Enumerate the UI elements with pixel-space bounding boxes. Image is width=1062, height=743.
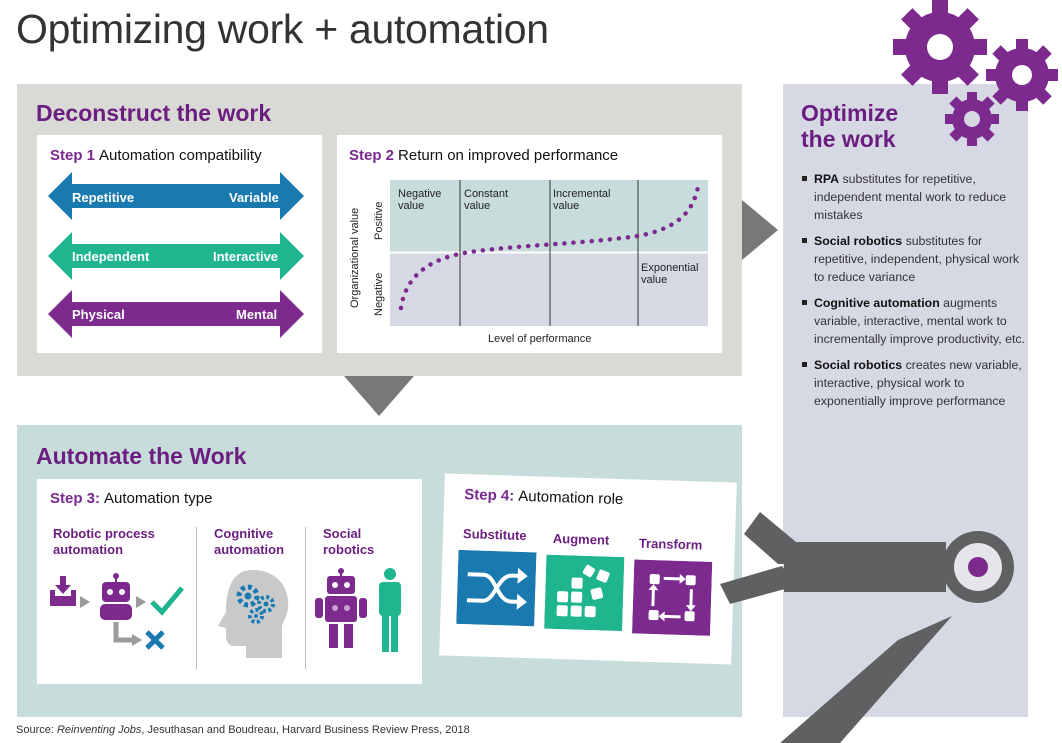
label-physical: Physical (72, 307, 125, 322)
label-independent: Independent (72, 249, 150, 264)
optimize-item: Social robotics substitutes for repetiti… (802, 232, 1027, 286)
chart-xlabel: Level of performance (488, 333, 592, 345)
step3-card (37, 479, 422, 684)
optimize-list: RPA substitutes for repetitive, independ… (802, 170, 1027, 418)
arrow-repetitive-variable (48, 172, 304, 220)
rpa-flow-icon (50, 573, 184, 650)
arrow-physical-mental (48, 290, 304, 338)
x-icon (145, 630, 165, 650)
source-citation: Source: Reinventing Jobs, Jesuthasan and… (16, 724, 470, 736)
gear-icon (893, 0, 987, 94)
compatibility-arrows (48, 172, 304, 338)
gears-icon (893, 0, 1058, 146)
role-transform-label: Transform (638, 535, 703, 553)
label-variable: Variable (229, 190, 279, 205)
performance-curve (398, 180, 702, 311)
performance-chart (390, 180, 708, 326)
deconstruct-heading: Deconstruct the work (36, 100, 272, 126)
shuffle-icon (456, 549, 537, 627)
chart-ylabel: Organizational value (349, 207, 361, 308)
gear-icon (945, 92, 999, 146)
label-repetitive: Repetitive (72, 190, 135, 205)
circular-arrows-icon (631, 559, 713, 636)
negative-band (390, 253, 708, 326)
divider (305, 527, 306, 669)
step4-card: Step 4:Automation role Substitute Augmen… (439, 473, 737, 665)
flow-arrow-right-icon (742, 200, 778, 260)
band-label-negative: Negative (373, 272, 385, 316)
gear-icon (986, 39, 1058, 111)
label-mental: Mental (236, 307, 278, 322)
page-title: Optimizing work + automation (16, 6, 549, 52)
step3-title: Step 3:Automation type (50, 490, 213, 507)
optimize-item: Cognitive automation augments variable, … (802, 294, 1027, 348)
grid-blocks-icon (544, 554, 625, 632)
person-icon (379, 568, 401, 652)
band-label-positive: Positive (373, 201, 385, 240)
robotic-arm-icon (720, 512, 1014, 743)
role-substitute-label: Substitute (462, 526, 527, 544)
robot-icon (100, 573, 132, 620)
check-icon (150, 586, 184, 616)
role-augment-label: Augment (552, 530, 610, 548)
optimize-panel (783, 84, 1028, 717)
automate-heading: Automate the Work (36, 443, 247, 469)
flow-arrow-down-icon (344, 376, 414, 416)
label-interactive: Interactive (213, 249, 279, 264)
download-tray-icon (50, 576, 76, 606)
optimize-item: RPA substitutes for repetitive, independ… (802, 170, 1027, 224)
optimize-item: Social robotics creates new variable, in… (802, 356, 1027, 410)
positive-band (390, 180, 708, 252)
arrow-independent-interactive (48, 232, 304, 280)
robot-icon (315, 568, 367, 648)
divider (196, 527, 197, 669)
social-robotics-icon (315, 568, 401, 652)
brain-gears-icon (218, 570, 289, 658)
